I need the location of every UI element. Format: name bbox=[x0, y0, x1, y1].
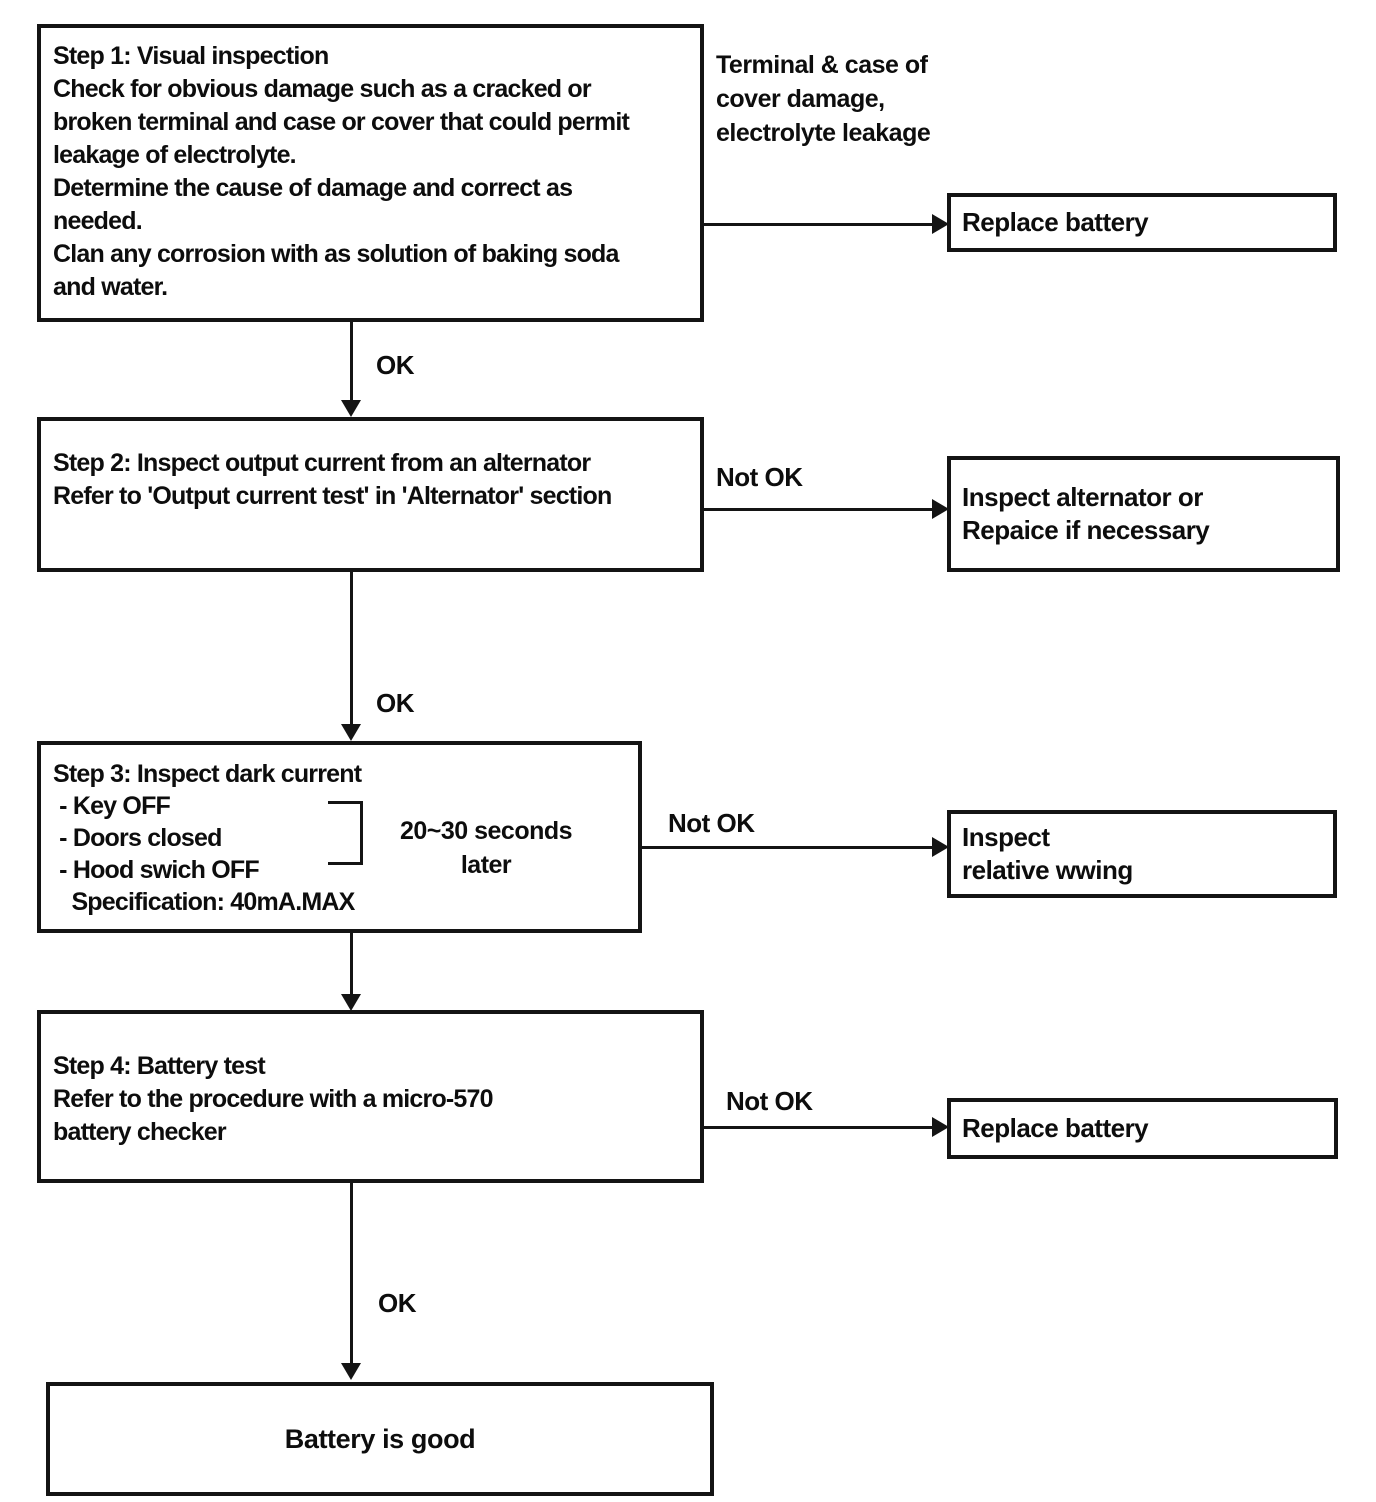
connector-step4-replace-battery-line bbox=[704, 1126, 932, 1129]
connector-step3-step4-line bbox=[350, 933, 353, 994]
step3-text: Step 3: Inspect dark current - Key OFF -… bbox=[53, 760, 362, 916]
step1-visual-inspection-box: Step 1: Visual inspection Check for obvi… bbox=[37, 24, 704, 322]
arrowhead-down-icon bbox=[341, 724, 361, 741]
arrowhead-down-icon bbox=[341, 400, 361, 417]
arrowhead-right-icon bbox=[932, 1117, 949, 1137]
connector-step4-battery-good-line bbox=[350, 1183, 353, 1363]
ok-label-step4: OK bbox=[378, 1288, 417, 1318]
connector-step1-replace-battery-line bbox=[704, 223, 932, 226]
grouping-bracket-icon bbox=[328, 801, 363, 865]
not-ok-label-step3: Not OK bbox=[668, 808, 755, 838]
terminal-damage-note: Terminal & case of cover damage, electro… bbox=[716, 51, 931, 147]
step1-text: Step 1: Visual inspection Check for obvi… bbox=[53, 42, 630, 301]
not-ok-label-step4: Not OK bbox=[726, 1086, 813, 1116]
battery-good-text: Battery is good bbox=[284, 1423, 476, 1454]
replace-battery-top-box: Replace battery bbox=[947, 193, 1337, 252]
inspect-alternator-box: Inspect alternator or Repaice if necessa… bbox=[947, 456, 1340, 572]
connector-step2-step3-line bbox=[350, 572, 353, 724]
connector-step2-inspect-alternator-line bbox=[704, 508, 932, 511]
ok-label-step2: OK bbox=[376, 688, 415, 718]
connector-step3-inspect-wiring-line bbox=[642, 846, 932, 849]
ok-label-step1: OK bbox=[376, 350, 415, 380]
replace-battery-bottom-box: Replace battery bbox=[947, 1098, 1338, 1159]
step4-text: Step 4: Battery test Refer to the proced… bbox=[53, 1052, 494, 1146]
arrowhead-right-icon bbox=[932, 499, 949, 519]
replace-battery-top-text: Replace battery bbox=[962, 207, 1149, 237]
inspect-wiring-box: Inspect relative wwing bbox=[947, 810, 1337, 898]
step4-battery-test-box: Step 4: Battery test Refer to the proced… bbox=[37, 1010, 704, 1183]
timing-note: 20~30 seconds later bbox=[399, 817, 573, 879]
battery-good-box: Battery is good bbox=[46, 1382, 714, 1496]
arrowhead-down-icon bbox=[341, 994, 361, 1011]
inspect-alternator-text: Inspect alternator or Repaice if necessa… bbox=[962, 482, 1210, 545]
arrowhead-right-icon bbox=[932, 214, 949, 234]
replace-battery-bottom-text: Replace battery bbox=[962, 1113, 1149, 1143]
not-ok-label-step2: Not OK bbox=[716, 462, 803, 492]
arrowhead-right-icon bbox=[932, 837, 949, 857]
inspect-wiring-text: Inspect relative wwing bbox=[962, 822, 1133, 885]
arrowhead-down-icon bbox=[341, 1363, 361, 1380]
step3-dark-current-box: Step 3: Inspect dark current - Key OFF -… bbox=[37, 741, 642, 933]
step2-output-current-box: Step 2: Inspect output current from an a… bbox=[37, 417, 704, 572]
connector-step1-step2-line bbox=[350, 322, 353, 402]
step2-text: Step 2: Inspect output current from an a… bbox=[53, 449, 612, 510]
